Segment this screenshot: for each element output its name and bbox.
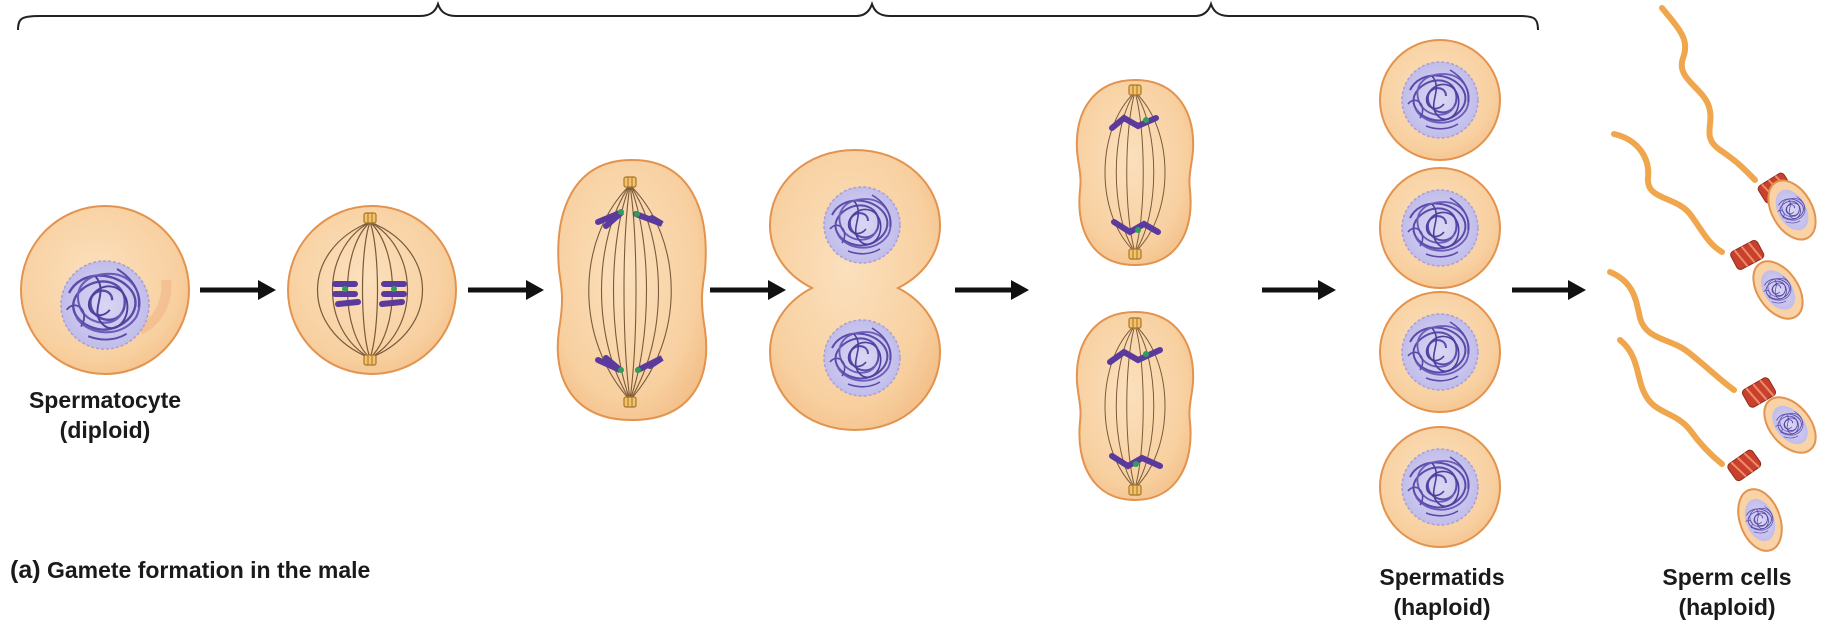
spermatid-cells xyxy=(1380,40,1500,547)
arrow-icon xyxy=(955,280,1029,300)
arrow-icon xyxy=(710,280,786,300)
figure-caption: (a) Gamete formation in the male xyxy=(10,556,370,585)
figure-caption-text: Gamete formation in the male xyxy=(47,557,370,583)
telophase-cells xyxy=(770,150,940,430)
spermatocyte-cell xyxy=(21,206,189,374)
nucleus xyxy=(61,261,149,349)
sperm-cells-label-line2: (haploid) xyxy=(1632,592,1822,622)
meiosis-ii-cell-bottom xyxy=(1077,312,1193,500)
spermatids-label: Spermatids (haploid) xyxy=(1342,562,1542,622)
metaphase-cell xyxy=(288,206,456,374)
arrow-icon xyxy=(200,280,276,300)
sperm-cell xyxy=(1620,340,1790,557)
spermatids-label-line2: (haploid) xyxy=(1342,592,1542,622)
spermatocyte-label-line1: Spermatocyte xyxy=(0,385,210,415)
arrow-icon xyxy=(1262,280,1336,300)
arrow-icon xyxy=(1512,280,1586,300)
meiosis-ii-cell-top xyxy=(1077,80,1193,265)
spermatocyte-label: Spermatocyte (diploid) xyxy=(0,385,210,445)
sperm-cells xyxy=(1610,8,1825,557)
meiosis-bracket xyxy=(18,4,1538,30)
anaphase-cell xyxy=(558,160,707,420)
sperm-cells-label: Sperm cells (haploid) xyxy=(1632,562,1822,622)
spermatids-label-line1: Spermatids xyxy=(1342,562,1542,592)
figure-part-label: (a) xyxy=(10,556,41,584)
sperm-cells-label-line1: Sperm cells xyxy=(1632,562,1822,592)
arrow-icon xyxy=(468,280,544,300)
spermatocyte-label-line2: (diploid) xyxy=(0,415,210,445)
